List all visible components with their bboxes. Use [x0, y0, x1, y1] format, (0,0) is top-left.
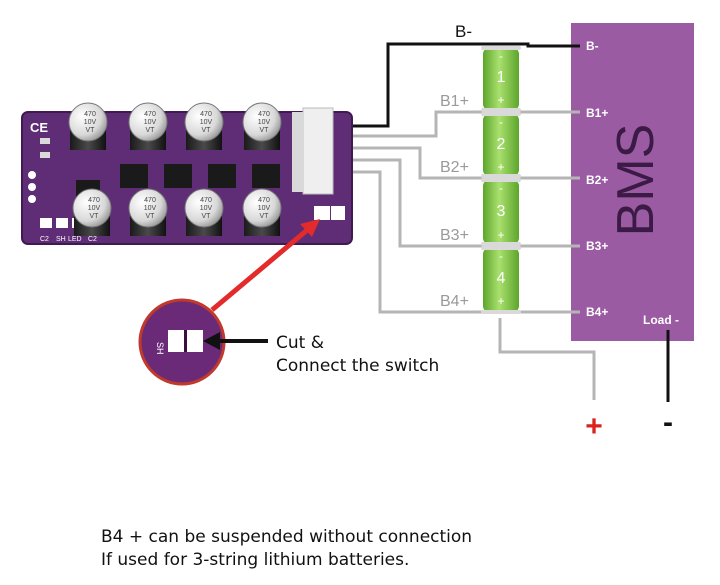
cell-1-plus: + [497, 93, 504, 107]
capacitor-label: 470 [88, 197, 100, 204]
cell-3 [481, 178, 521, 246]
capacitor-label: 470 [258, 111, 270, 118]
caption-line-2: If used for 3-string lithium batteries. [101, 550, 410, 570]
capacitor-label: 470 [200, 111, 212, 118]
bms-load-label: Load - [643, 313, 679, 327]
cell-4-number: 4 [497, 270, 506, 287]
capacitor-label: 10V [84, 119, 97, 126]
cell-1 [481, 46, 521, 112]
cell-1-number: 1 [497, 69, 506, 86]
wire-label-b2: B2+ [440, 159, 469, 176]
wire-output-plus [498, 318, 596, 400]
pointer-arrow-head [300, 219, 320, 237]
capacitor-label: 10V [258, 119, 271, 126]
board-silk-label: C2 [40, 236, 49, 243]
capacitor-label: 470 [144, 197, 156, 204]
zoom-switch-label: SH [155, 342, 165, 355]
chip [120, 164, 148, 188]
callout-line-1: Cut & [276, 333, 324, 353]
chip [208, 164, 236, 188]
board-silk-label: SH [56, 236, 66, 243]
cell-2 [481, 112, 521, 178]
chip [252, 164, 280, 188]
bms-terminal-b4: B4+ [586, 305, 608, 319]
board-silk-label: LED [68, 236, 82, 243]
capacitor-label: VT [90, 213, 100, 220]
capacitor-label: VT [202, 213, 212, 220]
bms-terminal-b-minus: B- [586, 39, 599, 53]
capacitor-label: VT [86, 127, 96, 134]
wire-b3 [320, 158, 500, 248]
zoom-lens [138, 298, 226, 386]
capacitor-label: VT [260, 127, 270, 134]
board-silk-label: C2 [88, 236, 97, 243]
wire-b1 [320, 110, 500, 138]
cell-4 [481, 246, 521, 314]
board-connector [302, 107, 334, 195]
chip [164, 164, 192, 188]
bms-terminal-b3: B3+ [586, 239, 608, 253]
wire-b2 [320, 146, 500, 180]
switch-pad [314, 206, 330, 220]
capacitor-label: VT [260, 213, 270, 220]
capacitor-label: 470 [258, 197, 270, 204]
capacitor-label: 10V [200, 205, 213, 212]
cell-2-minus: - [499, 115, 503, 129]
output-minus-symbol: - [663, 406, 673, 439]
bms-terminal-b2: B2+ [586, 173, 608, 187]
output-plus-symbol: + [585, 410, 603, 443]
board-ce-mark: CE [30, 120, 48, 135]
cell-4-minus: - [499, 249, 503, 263]
cell-2-plus: + [497, 160, 504, 174]
callout-arrow-head [203, 332, 220, 350]
capacitor-label: 10V [258, 205, 271, 212]
cell-1-minus: - [499, 49, 503, 63]
capacitor-label: VT [202, 127, 212, 134]
capacitor-label: 470 [84, 111, 96, 118]
capacitor-label: 470 [144, 111, 156, 118]
capacitors: 47010VVT47010VVT47010VVT47010VVT47010VVT… [68, 102, 282, 236]
bms-title: BMS [607, 124, 665, 237]
wire-label-b-minus: B- [455, 22, 472, 41]
capacitor-label: 10V [144, 205, 157, 212]
wire-b-minus-bms [500, 42, 580, 48]
cell-3-minus: - [499, 181, 503, 195]
wire-label-b1: B1+ [440, 93, 469, 110]
cell-2-number: 2 [497, 136, 506, 153]
capacitor-label: VT [146, 213, 156, 220]
caption-line-1: B4 + can be suspended without connection [101, 527, 473, 547]
capacitor-label: 470 [200, 197, 212, 204]
wire-label-b3: B3+ [440, 227, 469, 244]
capacitor-label: 10V [200, 119, 213, 126]
capacitor-label: 10V [88, 205, 101, 212]
callout-line-2: Connect the switch [276, 356, 440, 376]
wire-b-minus-board [320, 42, 500, 128]
cell-3-plus: + [497, 228, 504, 242]
capacitor-label: 10V [144, 119, 157, 126]
pointer-arrow-line [210, 224, 314, 312]
wire-label-b4: B4+ [440, 293, 469, 310]
cell-4-plus: + [497, 294, 504, 308]
capacitor-label: VT [146, 127, 156, 134]
cell-3-number: 3 [497, 203, 506, 220]
bms-terminal-b1: B1+ [586, 106, 608, 120]
bms-module [571, 23, 694, 341]
